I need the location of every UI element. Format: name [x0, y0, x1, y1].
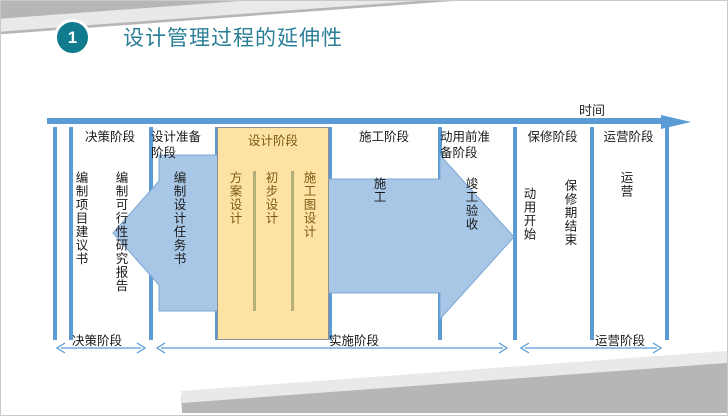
task-scheme-design[interactable]: 方案设计: [227, 171, 242, 225]
stage-header-decision-label: 决策阶段: [84, 130, 135, 144]
task-operation-start[interactable]: 动用开始: [521, 187, 536, 241]
stage-header-warranty[interactable]: 保修阶段: [515, 127, 590, 145]
stage-header-pre-use-label-2: 备阶段: [440, 146, 478, 160]
page-title: 设计管理过程的延伸性: [123, 27, 343, 50]
bracket-implementation: [153, 341, 511, 355]
stage-header-design-label: 设计阶段: [247, 133, 298, 148]
stage-header-design-prep-label-1: 设计准备: [151, 130, 202, 144]
stage-header-decision[interactable]: 决策阶段: [71, 127, 149, 145]
stage-header-design-prep-label-2: 阶段: [151, 146, 177, 160]
slide-number-text: 1: [67, 27, 78, 47]
column-divider-7: [590, 127, 594, 340]
design-box-divider-2: [291, 171, 294, 311]
stage-header-design[interactable]: 设计阶段: [217, 127, 329, 151]
bottom-mask: [1, 413, 727, 415]
time-axis-arrow: [47, 115, 692, 129]
right-flow-arrow: [327, 153, 516, 321]
task-preliminary-design[interactable]: 初步设计: [263, 171, 278, 225]
column-divider-8: [665, 127, 669, 340]
stage-header-operation-label: 运营阶段: [603, 130, 654, 144]
stage-header-design-prep[interactable]: 设计准备 阶段: [151, 127, 215, 161]
task-warranty-end[interactable]: 保修期结束: [562, 179, 577, 247]
column-divider-0: [53, 127, 57, 340]
column-divider-1: [69, 127, 73, 340]
phase-label-decision[interactable]: 决策阶段: [72, 334, 123, 348]
task-feasibility-report[interactable]: 编制可行性研究报告: [113, 171, 128, 293]
bracket-operation: [517, 341, 665, 355]
task-project-proposal[interactable]: 编制项目建议书: [73, 171, 88, 266]
design-box-divider-1: [253, 171, 256, 311]
task-construction-drawing[interactable]: 施工图设计: [301, 171, 316, 239]
stage-header-operation[interactable]: 运营阶段: [592, 127, 665, 145]
task-design-brief[interactable]: 编制设计任务书: [171, 171, 186, 266]
stage-header-construction-label: 施工阶段: [358, 130, 409, 144]
design-stage-box: [217, 127, 329, 340]
time-axis-label: 时间: [579, 103, 606, 118]
stage-header-warranty-label: 保修阶段: [527, 130, 578, 144]
stage-header-pre-use[interactable]: 动用前准 备阶段: [440, 127, 513, 161]
stage-header-pre-use-label-1: 动用前准: [440, 130, 491, 144]
phase-label-implementation[interactable]: 实施阶段: [329, 334, 380, 348]
task-construction[interactable]: 施工: [371, 177, 386, 204]
column-divider-6: [513, 127, 517, 340]
phase-label-operation[interactable]: 运营阶段: [595, 334, 646, 348]
task-completion-acceptance[interactable]: 竣工验收: [463, 177, 478, 231]
task-operation[interactable]: 运营: [618, 171, 633, 198]
slide-number-badge: 1: [54, 19, 91, 56]
bracket-decision: [53, 341, 149, 355]
left-flow-arrow: [111, 153, 221, 313]
stage-header-construction[interactable]: 施工阶段: [330, 127, 438, 145]
